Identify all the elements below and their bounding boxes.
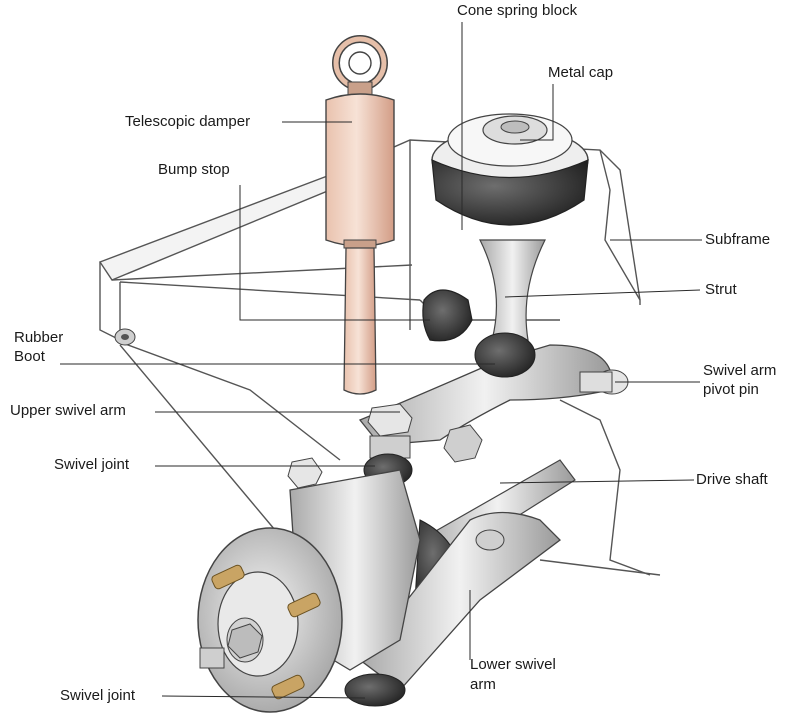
label-swivel-joint-lower: Swivel joint <box>60 687 136 704</box>
leader-metal-cap <box>520 84 554 141</box>
rubber-boot-pivot <box>114 328 136 346</box>
label-swivel-arm-pivot-pin-line1: Swivel arm <box>703 362 777 379</box>
label-cone-spring-block: Cone spring block <box>457 2 578 19</box>
label-lower-swivel-arm-line1: Lower swivel <box>470 656 556 673</box>
label-rubber-boot-line1: Rubber <box>14 329 64 346</box>
label-telescopic-damper: Telescopic damper <box>125 113 251 130</box>
bump-stop <box>422 289 473 342</box>
label-subframe: Subframe <box>705 231 771 248</box>
label-strut: Strut <box>705 281 737 298</box>
label-rubber-boot-line2: Boot <box>14 348 45 365</box>
leader-lines <box>60 22 702 699</box>
telescopic-damper <box>325 35 395 395</box>
leader-strut <box>504 289 701 298</box>
leader-swivel-joint-lower <box>161 695 366 699</box>
leader-bump-stop <box>239 185 430 321</box>
cone-spring-block <box>431 113 589 226</box>
label-bump-stop: Bump stop <box>158 161 230 178</box>
label-swivel-arm-pivot-pin-line2: pivot pin <box>703 381 759 398</box>
label-lower-swivel-arm-line2: arm <box>470 676 496 693</box>
strut <box>479 239 546 341</box>
label-swivel-joint-upper: Swivel joint <box>54 456 130 473</box>
lower-swivel-arm <box>359 511 561 691</box>
leader-drive-shaft <box>499 479 695 484</box>
wheel-hub <box>197 457 421 713</box>
label-upper-swivel-arm: Upper swivel arm <box>10 402 126 419</box>
label-metal-cap: Metal cap <box>548 64 614 81</box>
label-drive-shaft: Drive shaft <box>696 471 768 488</box>
